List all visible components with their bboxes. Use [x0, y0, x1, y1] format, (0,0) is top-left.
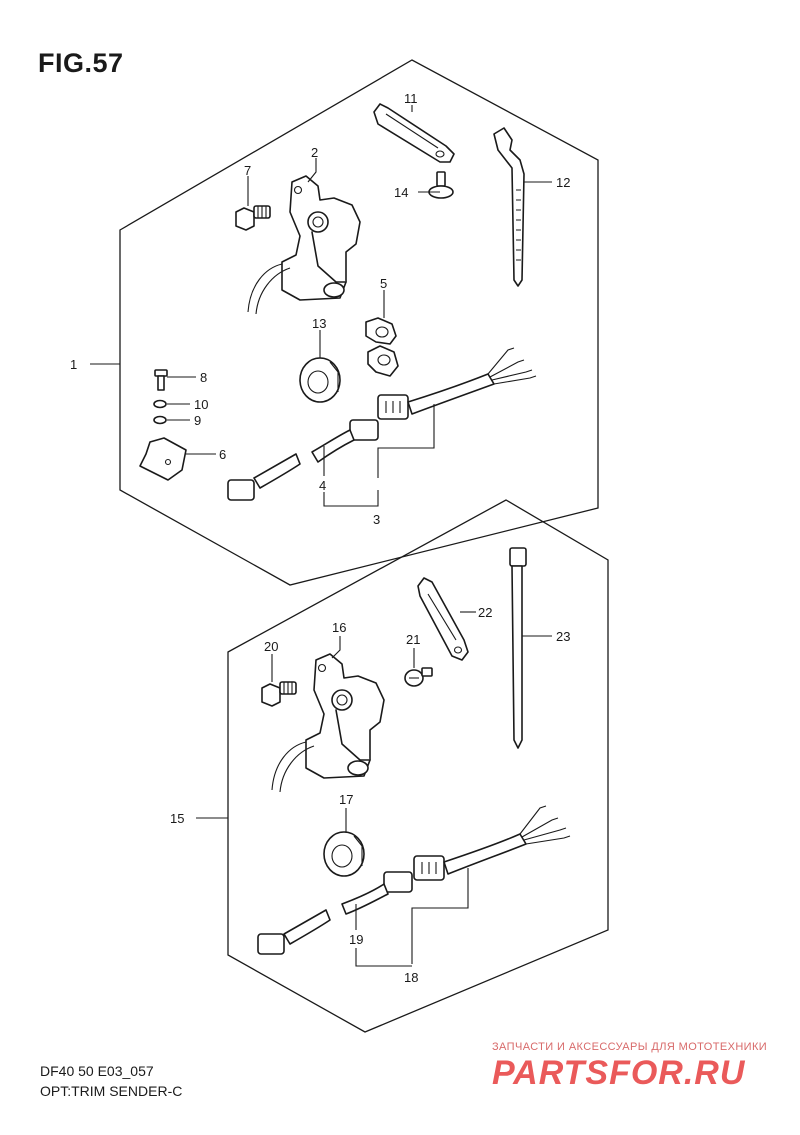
callout-8: 8	[200, 370, 207, 385]
callout-3: 3	[373, 512, 380, 527]
trim-sender-part-2	[247, 175, 361, 315]
cable-tie-part-12	[493, 127, 525, 287]
callout-5: 5	[380, 276, 387, 291]
callout-23: 23	[556, 629, 570, 644]
wiring-harness-part-18	[413, 805, 571, 881]
callout-20: 20	[264, 639, 278, 654]
lower-leaders	[196, 611, 552, 967]
callout-13: 13	[312, 316, 326, 331]
callout-19: 19	[349, 932, 363, 947]
callout-1: 1	[70, 357, 77, 372]
callout-12: 12	[556, 175, 570, 190]
callout-21: 21	[406, 632, 420, 647]
assembly-frame-lower	[227, 499, 609, 1033]
sub-harness-part-4	[227, 419, 379, 501]
bracket-part-11	[373, 103, 455, 163]
clamp-part-5	[365, 317, 399, 377]
washer-part-9	[153, 415, 167, 425]
rotor-part-13	[299, 357, 341, 403]
screw-part-14	[428, 171, 454, 199]
callout-4: 4	[319, 478, 326, 493]
watermark-logo: PARTSFOR.RU	[492, 1054, 746, 1092]
screw-part-21	[404, 667, 433, 687]
upper-leaders	[90, 105, 552, 507]
trim-sender-part-16	[271, 653, 385, 793]
assembly-frame-upper	[119, 59, 599, 586]
washer-part-10	[153, 399, 167, 409]
bolt-part-7	[235, 205, 271, 231]
wiring-harness-part-3	[377, 347, 537, 420]
callout-9: 9	[194, 413, 201, 428]
figure-title: FIG.57	[38, 48, 124, 78]
model-code: DF40 50 E03_057	[40, 1063, 154, 1079]
callout-14: 14	[394, 185, 408, 200]
plate-part-6	[139, 437, 187, 481]
callout-17: 17	[339, 792, 353, 807]
bracket-part-22	[417, 577, 469, 661]
rotor-part-17	[323, 831, 365, 877]
callout-6: 6	[219, 447, 226, 462]
callout-labels: 1 2 3 4 5 6 7 8 9 10 11 12 13 14 15 16 1…	[70, 91, 570, 985]
cable-tie-part-23	[509, 547, 527, 749]
callout-15: 15	[170, 811, 184, 826]
callout-22: 22	[478, 605, 492, 620]
watermark-tagline: ЗАПЧАСТИ И АКСЕССУАРЫ ДЛЯ МОТОТЕХНИКИ	[492, 1041, 768, 1053]
callout-2: 2	[311, 145, 318, 160]
bolt-part-8	[154, 369, 168, 391]
bolt-part-20	[261, 681, 297, 707]
callout-16: 16	[332, 620, 346, 635]
callout-7: 7	[244, 163, 251, 178]
sub-harness-part-19	[257, 871, 413, 955]
section-name: OPT:TRIM SENDER-C	[40, 1083, 183, 1099]
callout-18: 18	[404, 970, 418, 985]
callout-10: 10	[194, 397, 208, 412]
callout-11: 11	[404, 91, 418, 106]
